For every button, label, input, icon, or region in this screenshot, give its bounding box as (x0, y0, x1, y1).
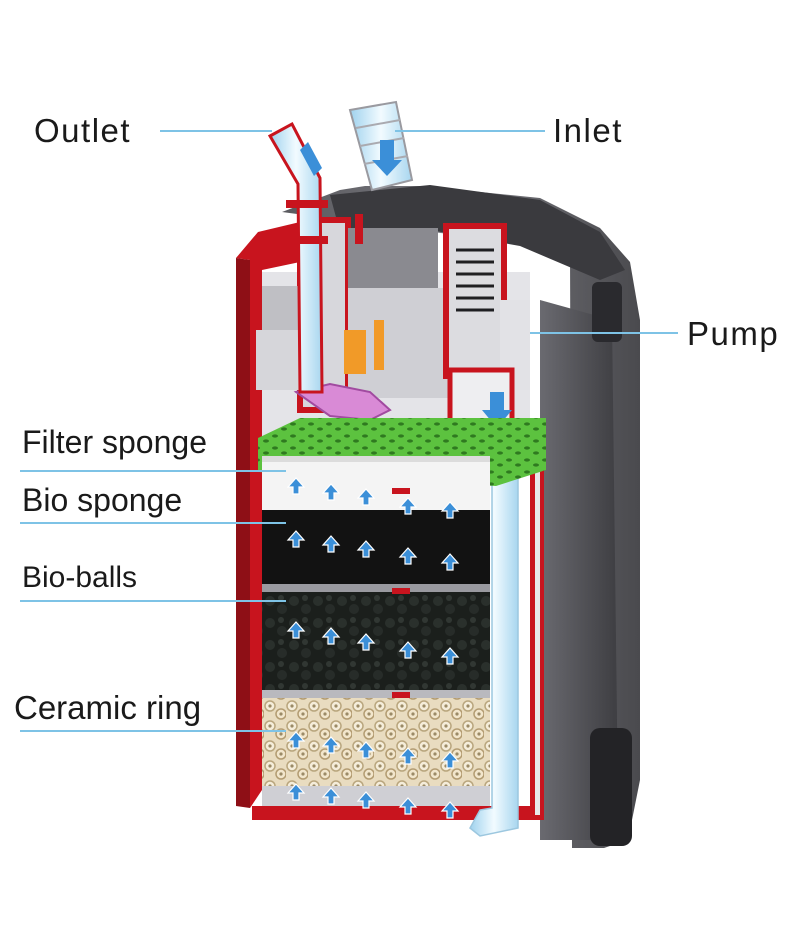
foot (590, 728, 632, 846)
media-stack (262, 456, 490, 806)
bio-sponge-layer (262, 510, 490, 590)
ceramic-ring-layer (262, 698, 490, 788)
bio-balls-layer (262, 592, 490, 694)
pump-chamber (256, 214, 530, 448)
down-flow-arrow (372, 140, 402, 176)
intake-tube (469, 439, 519, 837)
ceramic-ring-label: Ceramic ring (14, 689, 202, 726)
bio-balls-label: Bio-balls (22, 561, 138, 594)
outlet-pipe (267, 121, 328, 394)
down-flow-arrow (300, 142, 322, 176)
outlet-label: Outlet (34, 112, 132, 149)
filter-sponge-label: Filter sponge (22, 424, 207, 460)
inlet-label: Inlet (553, 112, 623, 149)
bio-sponge-label: Bio sponge (22, 482, 183, 518)
pump-label: Pump (687, 315, 780, 352)
